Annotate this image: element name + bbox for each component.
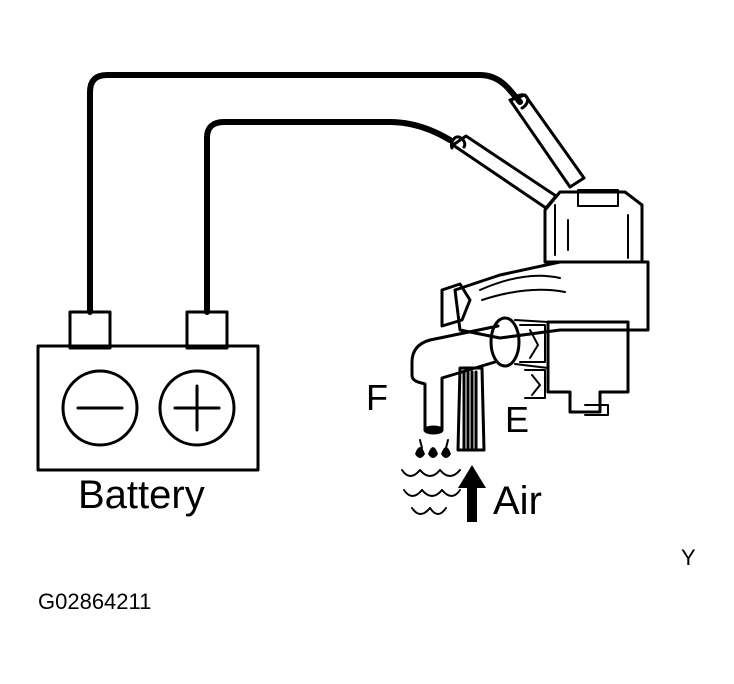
wire-negative (87, 72, 586, 315)
corner-mark: Y (681, 545, 696, 570)
battery-label: Battery (78, 473, 205, 517)
battery (36, 310, 260, 472)
port-f-label: F (366, 377, 388, 418)
wire-positive (204, 119, 558, 315)
port-f-tube (410, 324, 500, 435)
plus-symbol-icon (158, 369, 236, 447)
air-label: Air (493, 479, 542, 523)
up-arrow-icon (458, 465, 486, 522)
minus-symbol-icon (61, 369, 139, 447)
water-drops-icon (401, 439, 461, 515)
figure-code: G02864211 (38, 589, 151, 614)
vacuum-switching-valve-icon (440, 189, 650, 416)
port-e-hose (456, 366, 486, 452)
port-e-label: E (505, 399, 529, 440)
